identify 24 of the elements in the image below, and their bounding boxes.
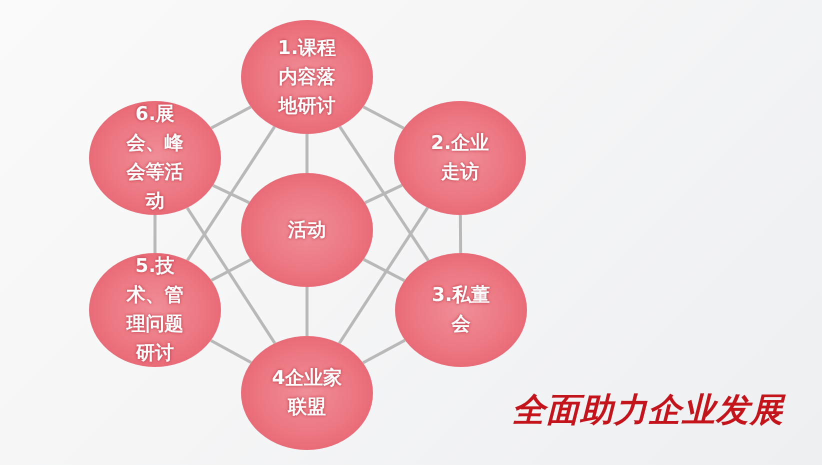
ellipse-node: 2.企业走访: [394, 101, 526, 215]
ellipse-node: 4企业家联盟: [241, 336, 373, 450]
connector-line: [210, 339, 252, 364]
connector-line: [186, 126, 276, 262]
connector-line: [458, 214, 462, 254]
connector-line: [338, 126, 430, 262]
connector-line: [364, 184, 403, 204]
connector-line: [362, 105, 404, 130]
ellipse-node: 5.技术、管理问题研讨: [89, 253, 221, 367]
connector-line: [306, 287, 308, 336]
connector-line: [210, 106, 252, 130]
connector-line: [154, 215, 156, 253]
ellipse-node: 活动: [241, 173, 373, 287]
connector-line: [212, 184, 250, 204]
connector-line: [306, 134, 308, 173]
connector-line: [362, 338, 406, 364]
connector-line: [338, 206, 429, 344]
connector-line: [186, 206, 276, 344]
connector-line: [362, 258, 406, 282]
ellipse-node: 3.私董会: [395, 253, 527, 367]
title: 全面助力企业发展: [512, 389, 787, 431]
connector-line: [210, 258, 252, 282]
ellipse-node: 6.展会、峰会等活动: [89, 101, 221, 215]
ellipse-node: 1.课程内容落地研讨: [241, 20, 373, 134]
